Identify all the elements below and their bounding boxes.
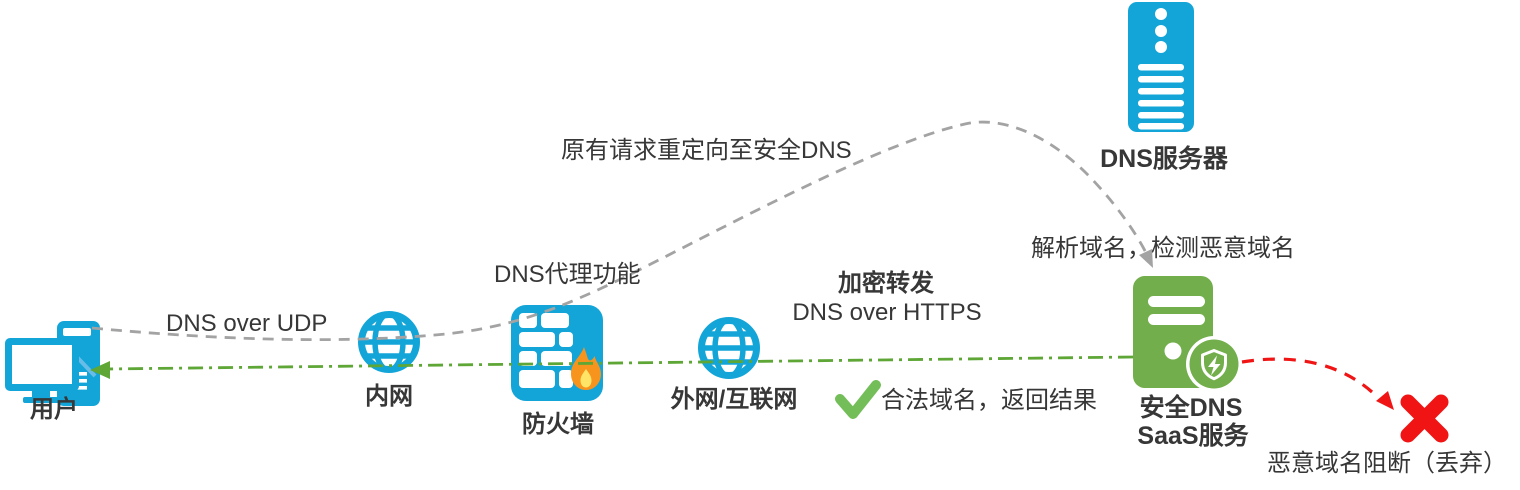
legit-return-label: 合法域名，返回结果: [881, 387, 1097, 414]
malicious-block-label: 恶意域名阻断（丢弃）: [1267, 450, 1507, 477]
secure-dns-label-line2: SaaS服务: [1137, 422, 1249, 450]
user-label: 用户: [30, 396, 78, 423]
secure-dns-server-icon: [1131, 274, 1245, 394]
dns-proxy-label: DNS代理功能: [494, 261, 641, 288]
redirect-label: 原有请求重定向至安全DNS: [561, 137, 852, 164]
encrypted-forward-label: 加密转发: [838, 270, 934, 297]
dns-server-icon: [1126, 0, 1196, 134]
desktop-computer-icon: [2, 316, 102, 408]
intranet-label: 内网: [365, 383, 413, 410]
secure-dns-label-line1: 安全DNS: [1139, 394, 1243, 422]
dns-over-https-label: DNS over HTTPS: [792, 299, 982, 326]
shield-badge-icon: [1186, 336, 1242, 392]
dns-over-udp-label: DNS over UDP: [166, 310, 328, 337]
internet-label: 外网/互联网: [670, 386, 798, 413]
resolve-detect-label: 解析域名，检测恶意域名: [1031, 235, 1295, 262]
firewall-label: 防火墙: [522, 411, 594, 438]
dns-server-label: DNS服务器: [1100, 145, 1228, 173]
